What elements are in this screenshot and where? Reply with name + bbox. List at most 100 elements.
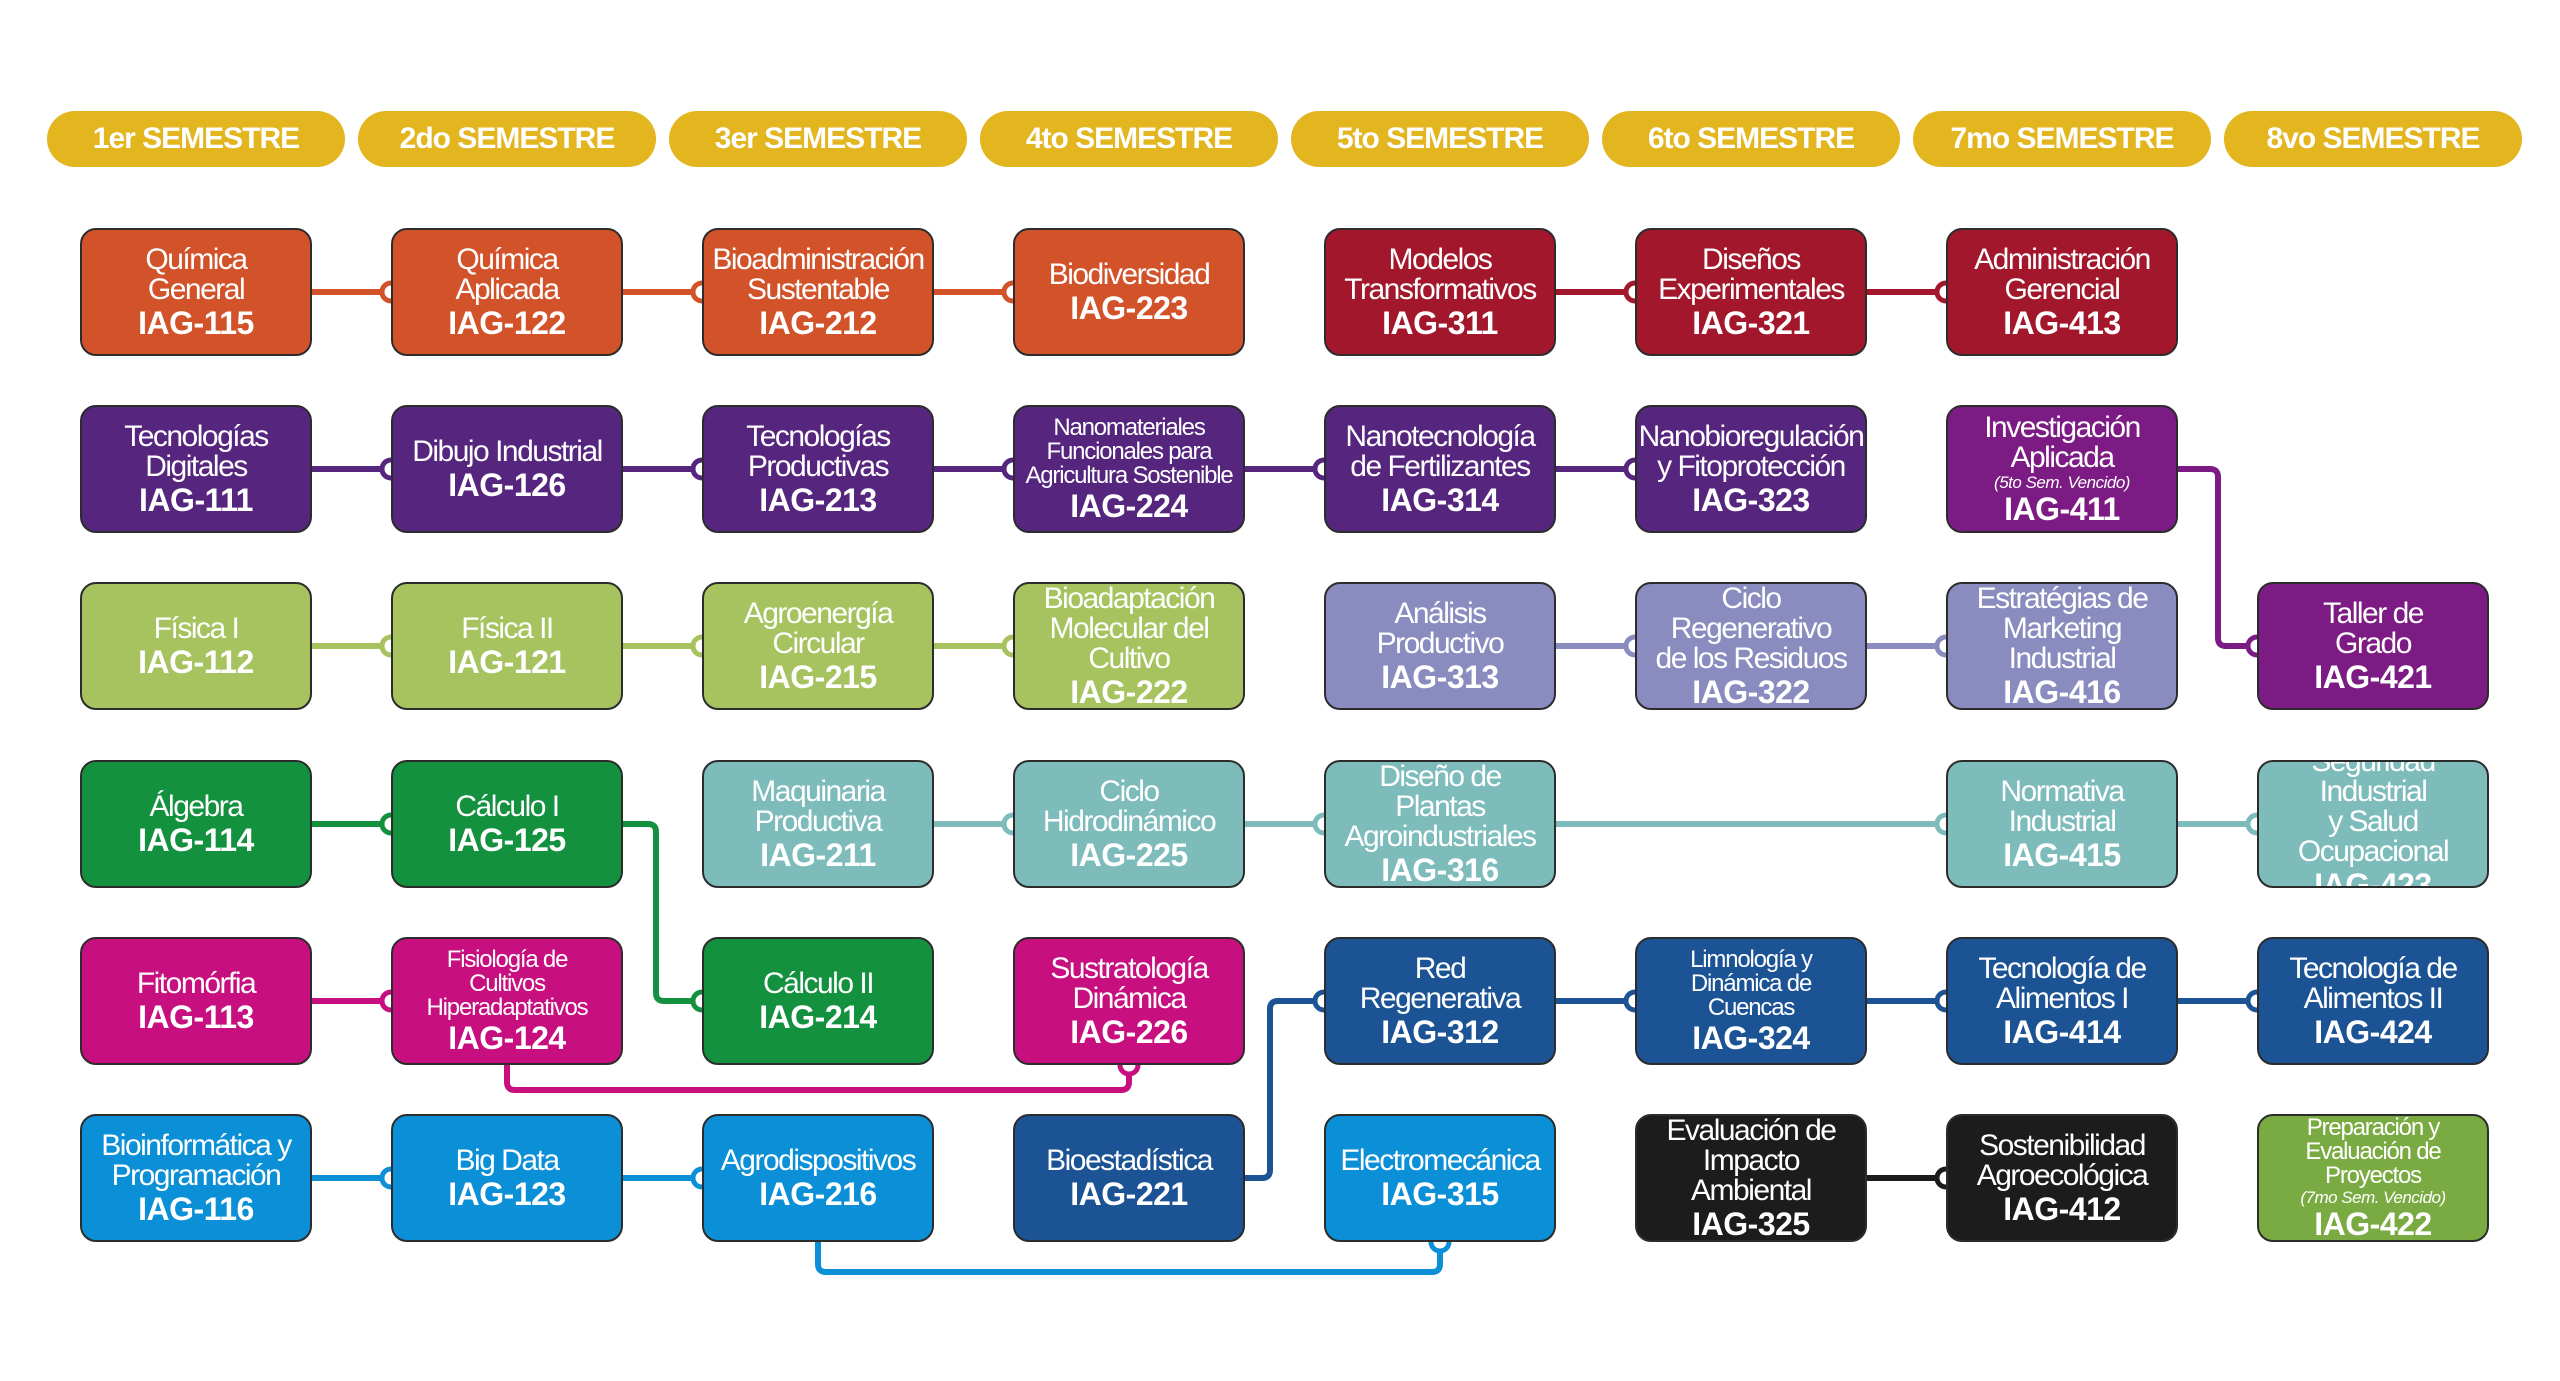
course-code: IAG-122: [448, 305, 566, 341]
course-name: Taller de Grado: [2323, 597, 2424, 660]
course-name: Bioadministración Sustentable: [712, 243, 925, 306]
link-224-314: [1245, 457, 1336, 481]
link-113-124: [312, 989, 403, 1013]
link-411-421: [2178, 466, 2269, 658]
course-code: IAG-221: [1070, 1176, 1188, 1212]
course-iag-224: Nanomateriales Funcionales para Agricult…: [1013, 405, 1245, 533]
course-name: Dibujo Industrial: [412, 435, 603, 468]
link-123-216: [623, 1166, 714, 1190]
course-code: IAG-226: [1070, 1014, 1188, 1050]
course-name: Química Aplicada: [455, 243, 560, 306]
course-code: IAG-324: [1692, 1020, 1810, 1056]
semester-header-1: 1er SEMESTRE: [47, 111, 345, 167]
semester-header-8: 8vo SEMESTRE: [2224, 111, 2522, 167]
course-code: IAG-224: [1070, 488, 1188, 524]
course-name: Nanobioregulación y Fitoprotección: [1638, 420, 1865, 483]
link-221-312: [1245, 989, 1336, 1181]
course-name: Nanotecnología de Fertilizantes: [1345, 420, 1536, 483]
course-code: IAG-321: [1692, 305, 1810, 341]
course-name: Limnología y Dinámica de Cuencas: [1690, 946, 1813, 1021]
course-code: IAG-126: [448, 467, 566, 503]
link-112-121: [312, 634, 403, 658]
course-name: Física I: [153, 612, 240, 645]
course-name: Agroenergía Circular: [743, 597, 894, 660]
course-iag-422: Preparación y Evaluación de Proyectos(7m…: [2257, 1114, 2489, 1242]
course-name: Fitomórfia: [136, 967, 257, 1000]
semester-header-5: 5to SEMESTRE: [1291, 111, 1589, 167]
course-code: IAG-414: [2003, 1014, 2121, 1050]
link-213-224: [934, 457, 1025, 481]
semester-header-2: 2do SEMESTRE: [358, 111, 656, 167]
course-name: Bioadaptación Molecular del Cultivo: [1043, 582, 1216, 675]
course-name: Biodiversidad: [1048, 258, 1211, 291]
link-314-323: [1556, 457, 1647, 481]
connector-line: [623, 821, 702, 1004]
course-code: IAG-114: [138, 822, 254, 858]
semester-header-3: 3er SEMESTRE: [669, 111, 967, 167]
course-name: Tecnologías Digitales: [124, 420, 269, 483]
course-name: Bioinformática y Programación: [101, 1129, 292, 1192]
link-126-213: [623, 457, 714, 481]
course-code: IAG-315: [1381, 1176, 1499, 1212]
link-225-316: [1245, 812, 1336, 836]
course-code: IAG-223: [1070, 290, 1188, 326]
link-312-324: [1556, 989, 1647, 1013]
link-114-125: [312, 812, 403, 836]
course-code: IAG-421: [2314, 659, 2432, 695]
link-321-413: [1867, 280, 1958, 304]
link-316-415: [1556, 812, 1958, 836]
link-215-222: [934, 634, 1025, 658]
course-name: Bioestadística: [1046, 1144, 1213, 1177]
course-name: Tecnología de Alimentos II: [2289, 952, 2458, 1015]
course-name: Seguridad Industrial y Salud Ocupacional: [2297, 760, 2450, 868]
course-name: Física II: [461, 612, 554, 645]
course-iag-423: Seguridad Industrial y Salud Ocupacional…: [2257, 760, 2489, 888]
course-name: Sostenibilidad Agroecológica: [1976, 1129, 2149, 1192]
course-name: Investigación Aplicada: [1984, 411, 2141, 474]
course-code: IAG-415: [2003, 837, 2121, 873]
course-code: IAG-216: [759, 1176, 877, 1212]
connector-line: [504, 1065, 1132, 1093]
link-111-126: [312, 457, 403, 481]
course-iag-411: Investigación Aplicada(5to Sem. Vencido)…: [1946, 405, 2178, 533]
course-code: IAG-116: [138, 1191, 254, 1227]
course-name: Tecnología de Alimentos I: [1978, 952, 2147, 1015]
connector-line: [1245, 998, 1324, 1181]
link-322-416: [1867, 634, 1958, 658]
course-code: IAG-323: [1692, 482, 1810, 518]
course-code: IAG-311: [1382, 305, 1498, 341]
link-116-123: [312, 1166, 403, 1190]
course-name: Química General: [145, 243, 248, 306]
semester-header-7: 7mo SEMESTRE: [1913, 111, 2211, 167]
semester-header-6: 6to SEMESTRE: [1602, 111, 1900, 167]
course-code: IAG-111: [139, 482, 253, 518]
course-code: IAG-312: [1381, 1014, 1499, 1050]
course-code: IAG-412: [2003, 1191, 2121, 1227]
course-code: IAG-125: [448, 822, 566, 858]
course-code: IAG-423: [2314, 867, 2432, 888]
